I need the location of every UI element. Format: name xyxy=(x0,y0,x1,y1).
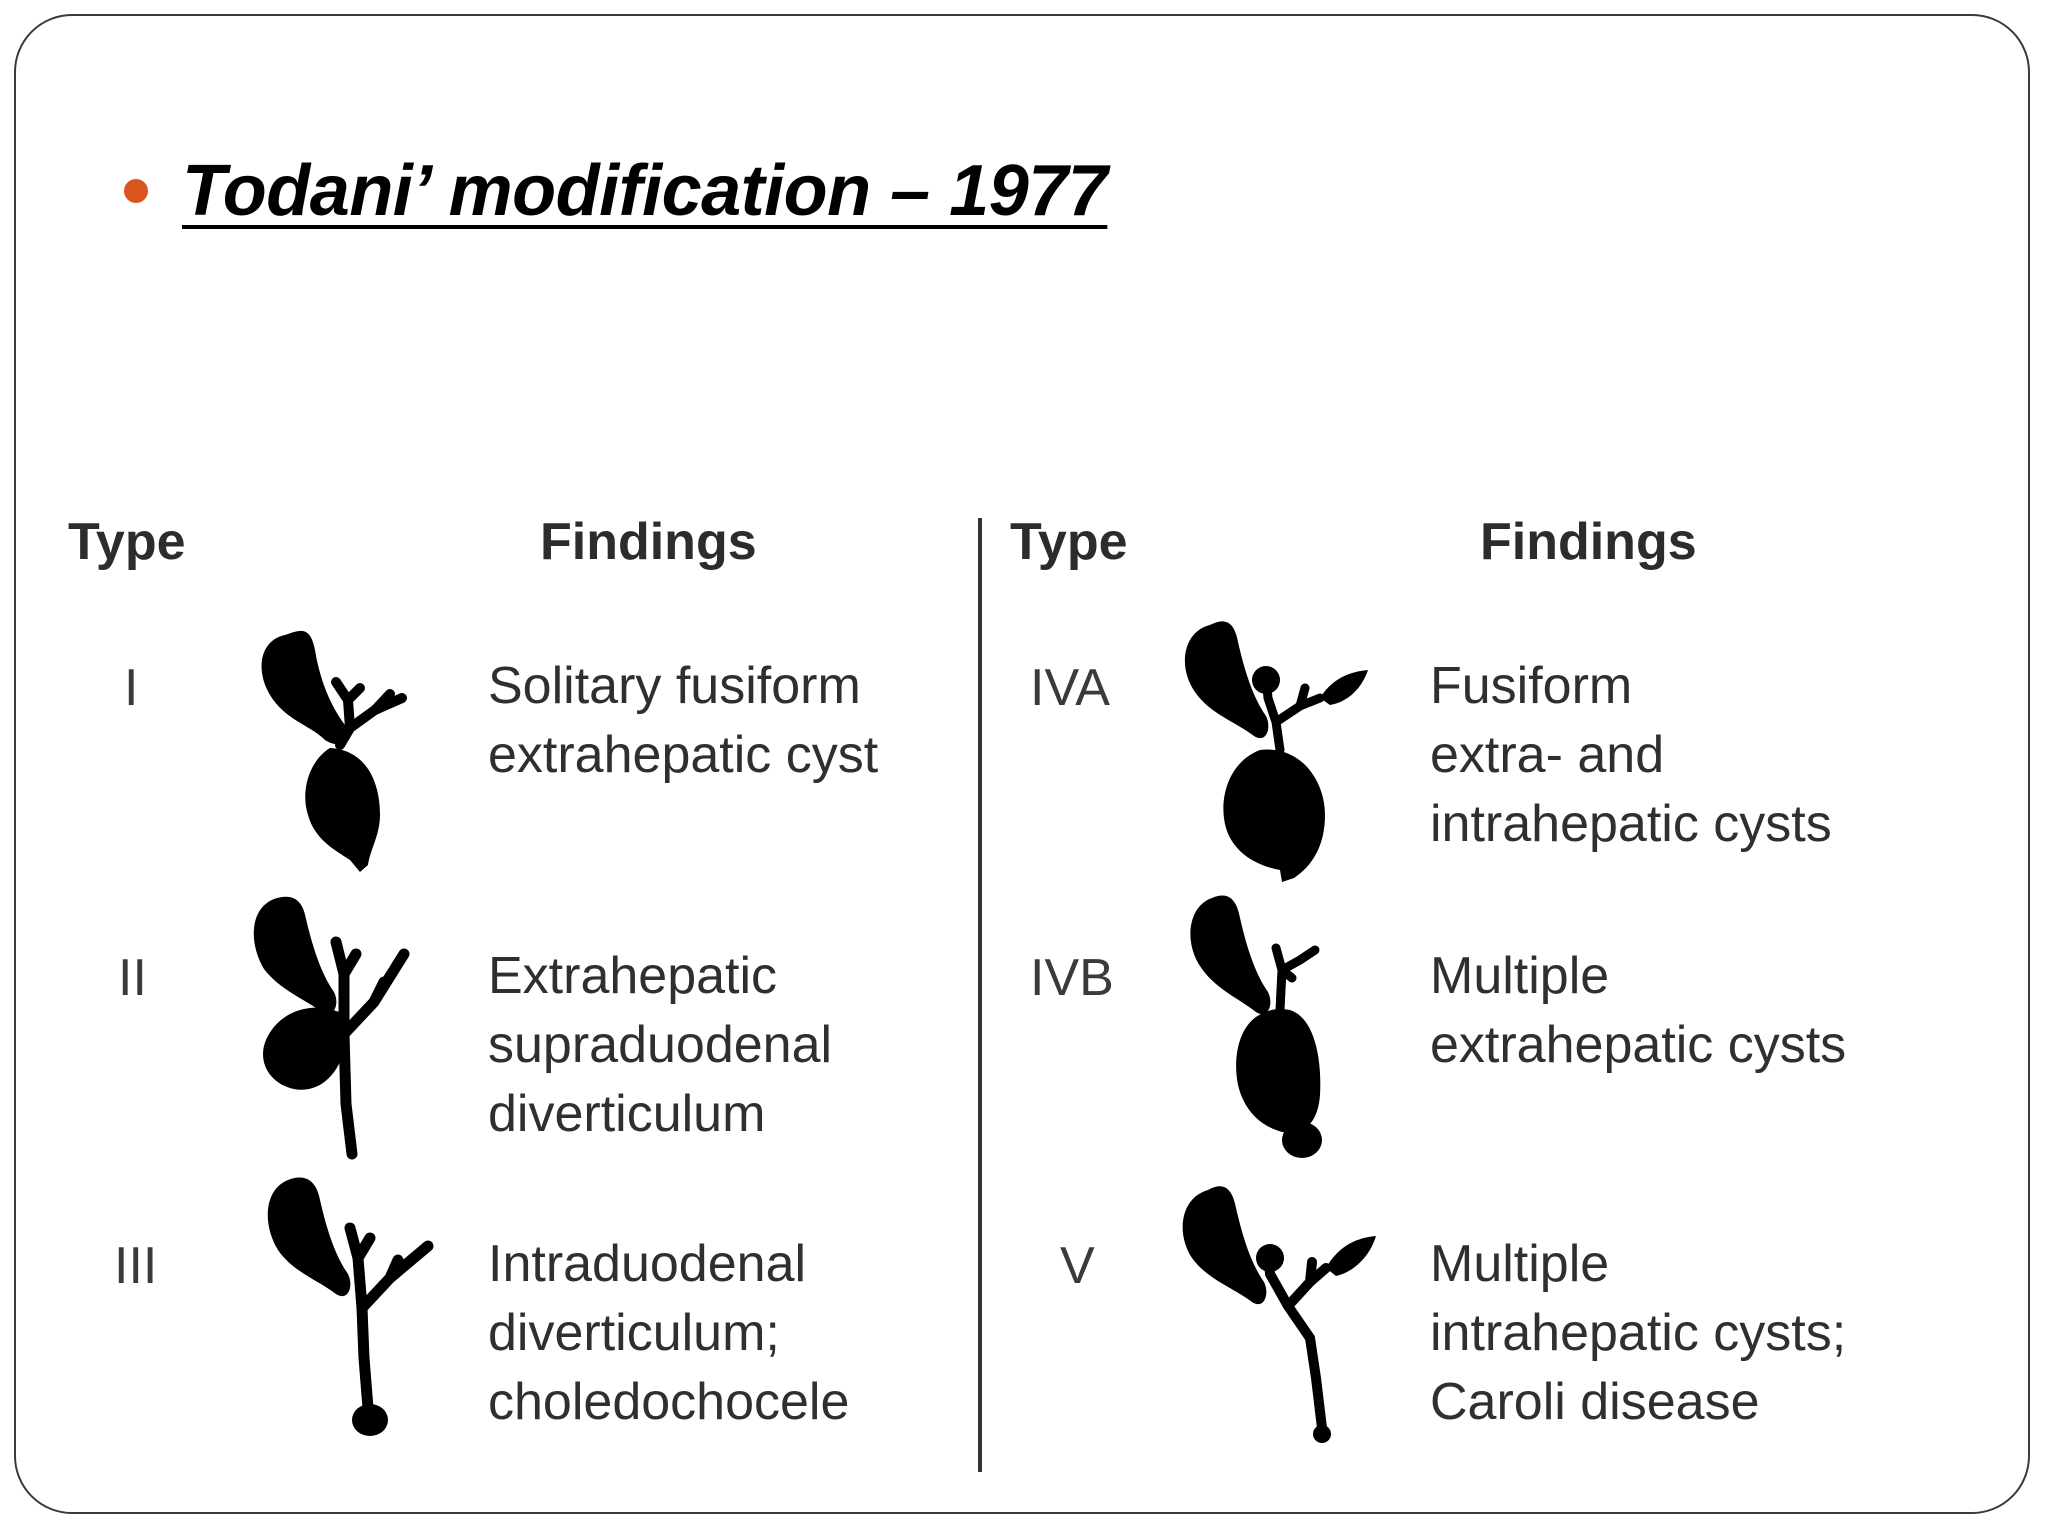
type-IVA-duct-illustration xyxy=(1184,621,1368,882)
left-findings-header: Findings xyxy=(540,513,757,571)
type-II-duct-illustration xyxy=(253,896,410,1160)
findings-line: intrahepatic cysts xyxy=(1430,795,1832,853)
type-III-duct-illustration xyxy=(267,1177,434,1436)
findings-I: Solitary fusiform extrahepatic cyst xyxy=(488,652,878,790)
type-label-I: I xyxy=(124,659,139,717)
findings-line: Intraduodenal xyxy=(488,1235,807,1293)
type-label-III: III xyxy=(114,1237,158,1295)
findings-II: Extrahepatic supraduodenal diverticulum xyxy=(488,942,832,1149)
right-type-header: Type xyxy=(1010,513,1128,571)
type-label-II: II xyxy=(118,949,147,1007)
findings-line: diverticulum xyxy=(488,1085,766,1143)
findings-III: Intraduodenal diverticulum; choledochoce… xyxy=(488,1230,849,1437)
slide-title: Todani’ modification – 1977 xyxy=(182,151,1108,231)
findings-line: Fusiform xyxy=(1430,657,1633,715)
findings-line: Multiple xyxy=(1430,947,1610,1005)
type-V-duct-illustration xyxy=(1182,1186,1376,1443)
type-IVB-duct-illustration xyxy=(1190,895,1322,1158)
type-label-IVA: IVA xyxy=(1030,659,1110,717)
findings-line: Multiple xyxy=(1430,1235,1610,1293)
findings-line: diverticulum; xyxy=(488,1304,780,1362)
findings-IVA: Fusiform extra- and intrahepatic cysts xyxy=(1430,652,1832,859)
findings-line: choledochocele xyxy=(488,1373,850,1431)
findings-IVB: Multiple extrahepatic cysts xyxy=(1430,942,1846,1080)
findings-line: extrahepatic cyst xyxy=(488,726,879,784)
findings-line: Caroli disease xyxy=(1430,1373,1760,1431)
slide-title-row: Todani’ modification – 1977 xyxy=(124,150,1108,232)
findings-line: Extrahepatic xyxy=(488,947,778,1005)
left-type-header: Type xyxy=(68,513,186,571)
type-label-V: V xyxy=(1060,1237,1095,1295)
findings-line: Solitary fusiform xyxy=(488,657,861,715)
type-I-duct-illustration xyxy=(261,630,407,872)
right-findings-header: Findings xyxy=(1480,513,1697,571)
bullet-icon xyxy=(124,179,148,203)
findings-line: extrahepatic cysts xyxy=(1430,1016,1847,1074)
type-label-IVB: IVB xyxy=(1030,949,1114,1007)
findings-line: supraduodenal xyxy=(488,1016,833,1074)
findings-line: intrahepatic cysts; xyxy=(1430,1304,1847,1362)
findings-line: extra- and xyxy=(1430,726,1665,784)
column-divider xyxy=(978,518,982,1472)
findings-V: Multiple intrahepatic cysts; Caroli dise… xyxy=(1430,1230,1846,1437)
